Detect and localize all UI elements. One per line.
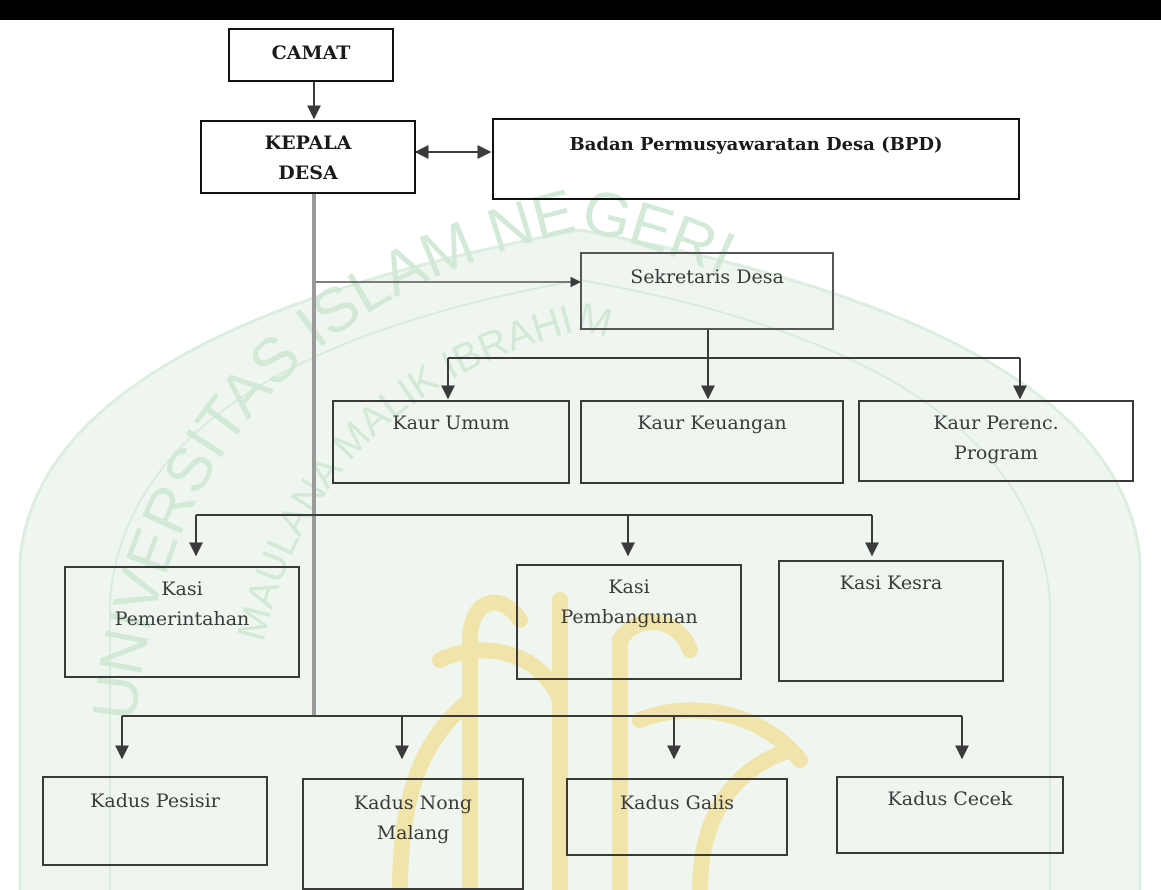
- node-kasi-pembangunan: Kasi Pembangunan: [516, 564, 742, 680]
- node-kaur-umum: Kaur Umum: [332, 400, 570, 484]
- node-kadus-galis-label: Kadus Galis: [619, 792, 735, 814]
- node-kadus-cecek-label: Kadus Cecek: [887, 788, 1013, 810]
- node-kasi-pembangunan-line1: Kasi: [608, 576, 650, 598]
- node-kasi-pemerintahan-line2: Pemerintahan: [114, 608, 250, 630]
- node-kaur-keuangan: Kaur Keuangan: [580, 400, 844, 484]
- node-kaur-perenc-line2: Program: [954, 442, 1038, 464]
- node-camat: CAMAT: [228, 28, 394, 82]
- node-bpd-label: Badan Permusyawaratan Desa (BPD): [569, 134, 943, 155]
- node-kadus-nong-malang: Kadus Nong Malang: [302, 778, 524, 890]
- node-kaur-umum-label: Kaur Umum: [392, 412, 510, 434]
- node-kasi-pembangunan-line2: Pembangunan: [560, 606, 698, 628]
- node-bpd: Badan Permusyawaratan Desa (BPD): [492, 118, 1020, 200]
- node-kepala-desa-line2: DESA: [278, 162, 338, 184]
- node-camat-label: CAMAT: [271, 42, 351, 64]
- node-kadus-pesisir: Kadus Pesisir: [42, 776, 268, 866]
- node-kadus-pesisir-label: Kadus Pesisir: [90, 790, 220, 812]
- node-kadus-nong-malang-line2: Malang: [376, 822, 450, 844]
- node-kadus-nong-malang-line1: Kadus Nong: [353, 792, 473, 814]
- node-kaur-keuangan-label: Kaur Keuangan: [637, 412, 787, 434]
- node-kasi-kesra: Kasi Kesra: [778, 560, 1004, 682]
- node-kaur-perenc-program: Kaur Perenc. Program: [858, 400, 1134, 482]
- node-kadus-galis: Kadus Galis: [566, 778, 788, 856]
- node-kepala-desa-line1: KEPALA: [264, 132, 352, 154]
- node-kepala-desa: KEPALA DESA: [200, 120, 416, 194]
- node-sekretaris-desa: Sekretaris Desa: [580, 252, 834, 330]
- node-kasi-pemerintahan-line1: Kasi: [161, 578, 203, 600]
- node-kasi-pemerintahan: Kasi Pemerintahan: [64, 566, 300, 678]
- node-kadus-cecek: Kadus Cecek: [836, 776, 1064, 854]
- top-black-bar: [0, 0, 1161, 20]
- node-sekretaris-label: Sekretaris Desa: [630, 266, 784, 288]
- node-kaur-perenc-line1: Kaur Perenc.: [933, 412, 1059, 434]
- node-kasi-kesra-label: Kasi Kesra: [839, 572, 943, 594]
